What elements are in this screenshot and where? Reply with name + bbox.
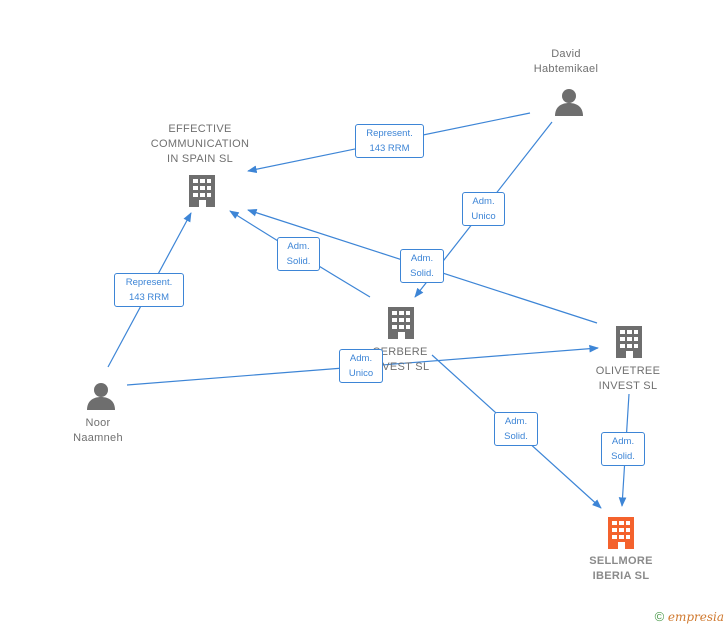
node-label-david: David Habtemikael (516, 47, 616, 77)
node-name-line: OLIVETREE (595, 365, 661, 377)
brand-initial: e (667, 610, 675, 624)
edge-label-line: Solid. (286, 256, 311, 267)
node-label-effective: EFFECTIVE COMMUNICATION IN SPAIN SL (140, 122, 260, 167)
node-name-line: EFFECTIVE (168, 123, 232, 135)
node-name-line: IBERIA SL (592, 570, 650, 582)
node-label-sellmore: SELLMORE IBERIA SL (571, 554, 671, 584)
node-label-cerbere: CERBERE INVEST SL (350, 345, 450, 375)
edge-label-line: 143 RRM (128, 292, 170, 303)
brand-name: mpresia (674, 610, 724, 624)
node-name-line: Noor (85, 417, 111, 429)
edge-label-line: Adm. (611, 436, 635, 447)
node-label-noor: Noor Naamneh (48, 416, 148, 446)
edge-label-line: Represent. (125, 277, 173, 288)
empresia-watermark: © empresia (655, 609, 724, 624)
edge-label-noor-effective[interactable]: Represent. 143 RRM (114, 273, 184, 307)
edge-label-cerbere-effective[interactable]: Adm. Solid. (277, 237, 320, 271)
edge-label-line: Unico (471, 211, 496, 222)
edge-label-line: Adm. (410, 253, 434, 264)
building-icon[interactable] (187, 173, 217, 207)
edge-label-line: Solid. (410, 268, 434, 279)
edge-label-line: Solid. (504, 431, 528, 442)
edge-label-cerbere-sellmore[interactable]: Adm. Solid. (494, 412, 538, 446)
edge-label-line: Adm. (349, 353, 373, 364)
node-name-line: IN SPAIN SL (166, 153, 234, 165)
edge-label-line: Adm. (287, 241, 310, 252)
edge-label-line: Adm. (504, 416, 528, 427)
node-name-line: INVEST SL (598, 380, 658, 392)
edge-label-line: 143 RRM (369, 143, 410, 154)
node-name-line: COMMUNICATION (150, 138, 250, 150)
copyright-symbol: © (654, 609, 665, 624)
node-name-line: David (551, 48, 581, 60)
node-name-line: Habtemikael (533, 63, 599, 75)
edge-label-noor-olivetree[interactable]: Adm. Unico (339, 349, 383, 383)
edge-label-olivetree-sellmore[interactable]: Adm. Solid. (601, 432, 645, 466)
edge-label-line: Unico (348, 368, 374, 379)
node-label-olivetree: OLIVETREE INVEST SL (578, 364, 678, 394)
building-icon[interactable] (616, 326, 642, 358)
node-name-line: CERBERE (372, 346, 428, 358)
building-icon[interactable] (388, 307, 414, 339)
edge-label-line: Solid. (611, 451, 635, 462)
edge-label-line: Represent. (366, 128, 413, 139)
person-icon[interactable] (87, 383, 115, 410)
edge-label-line: Adm. (472, 196, 495, 207)
edge-label-olivetree-effective[interactable]: Adm. Solid. (400, 249, 444, 283)
building-icon[interactable] (608, 517, 634, 549)
node-name-line: Naamneh (73, 432, 123, 444)
edge-label-david-cerbere[interactable]: Adm. Unico (462, 192, 505, 226)
edge-label-david-effective[interactable]: Represent. 143 RRM (355, 124, 424, 158)
person-icon[interactable] (555, 89, 583, 116)
node-name-line: INVEST SL (370, 361, 430, 373)
node-name-line: SELLMORE (589, 555, 653, 567)
